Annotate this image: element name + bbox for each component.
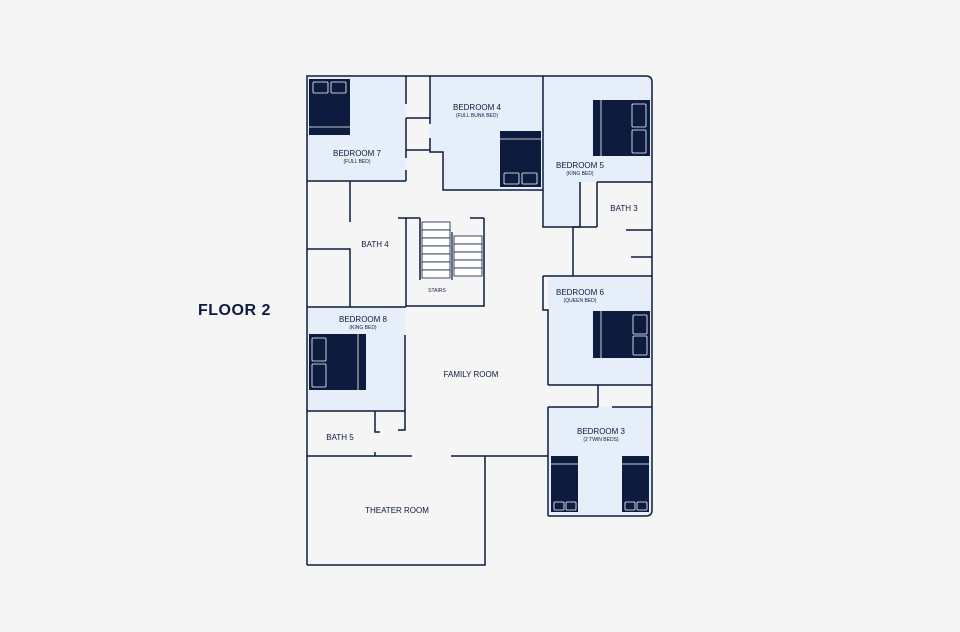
wall <box>406 218 485 307</box>
stair-step <box>421 269 451 279</box>
walls <box>306 75 653 566</box>
floor-title: FLOOR 2 <box>198 302 271 319</box>
bedroom3-bed-label: (2 TWIN BEDS) <box>583 437 619 443</box>
bed-icon <box>593 100 650 156</box>
bedroom8-bed-label: (KING BED) <box>349 325 377 331</box>
bedroom4-label: BEDROOM 4 <box>453 103 502 112</box>
stair-step <box>453 235 483 245</box>
stair-treads <box>421 221 483 280</box>
bedroom5-closet <box>544 182 580 227</box>
stair-step <box>453 267 483 277</box>
bed-icon <box>622 456 649 512</box>
theater-room-label: THEATER ROOM <box>365 506 429 515</box>
bed-icon <box>593 311 650 358</box>
beds <box>309 79 650 512</box>
family-room-label: FAMILY ROOM <box>444 370 499 379</box>
bath5-label: BATH 5 <box>326 433 354 442</box>
bedroom6-label: BEDROOM 6 <box>556 288 605 297</box>
bedroom4-area-extension <box>430 76 444 152</box>
stair-step <box>421 261 451 271</box>
stair-step <box>453 251 483 261</box>
bedroom6-bed-label: (QUEEN BED) <box>564 298 597 304</box>
bed-icon <box>500 131 541 187</box>
bedroom4-bed-label: (FULL BUNK BED) <box>456 113 499 119</box>
stair-step <box>453 243 483 253</box>
theater-outer-wall <box>307 456 486 566</box>
stair-step <box>421 253 451 263</box>
bedroom7-label: BEDROOM 7 <box>333 149 382 158</box>
wall <box>542 276 549 385</box>
wall <box>542 76 580 228</box>
bedroom8-label: BEDROOM 8 <box>339 315 388 324</box>
wall <box>307 248 351 307</box>
wall <box>374 411 380 433</box>
stair-step <box>421 237 451 247</box>
stair-step <box>421 245 451 255</box>
bed-icon <box>551 456 578 512</box>
room-labels: BEDROOM 7 (FULL BED) BEDROOM 4 (FULL BUN… <box>326 103 638 515</box>
stair-step <box>421 229 451 239</box>
bedroom5-label: BEDROOM 5 <box>556 161 605 170</box>
bed-icon <box>309 79 350 135</box>
wall <box>429 138 543 191</box>
bath4-label: BATH 4 <box>361 240 389 249</box>
bedroom5-bed-label: (KING BED) <box>566 171 594 177</box>
stair-step <box>453 259 483 269</box>
bedroom3-label: BEDROOM 3 <box>577 427 626 436</box>
stair-step <box>421 221 451 231</box>
wall <box>398 411 406 431</box>
bath3-label: BATH 3 <box>610 204 638 213</box>
bedroom7-bed-label: (FULL BED) <box>343 159 370 165</box>
stairs-label: STAIRS <box>428 288 446 294</box>
outer-wall <box>306 75 653 565</box>
bed-icon <box>309 334 366 390</box>
